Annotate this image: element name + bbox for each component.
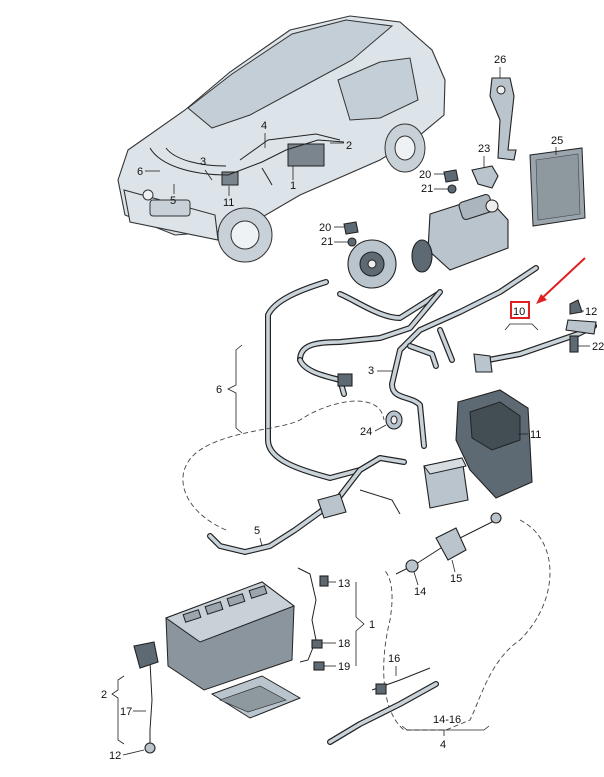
- strap-10: [473, 319, 597, 373]
- callout-4: 4: [440, 739, 446, 751]
- clip-23: 23: [471, 143, 499, 189]
- cable-2-left: 2 17 12: [101, 641, 159, 762]
- callout-19: 19: [338, 661, 350, 673]
- cable-5: [207, 455, 407, 555]
- callout-6: 6: [216, 384, 222, 396]
- cable-alternator: [297, 289, 443, 397]
- callout-2: 2: [101, 689, 107, 701]
- callout-12-right: 12: [585, 306, 597, 318]
- callout-2-car: 2: [346, 140, 352, 152]
- callout-3-group: 3: [368, 365, 392, 377]
- starter-motor: [411, 194, 509, 273]
- callout-5-group: 5: [254, 525, 263, 547]
- cable-6: [265, 279, 363, 481]
- callout-22: 22: [592, 341, 604, 353]
- callout-6-car: 6: [137, 166, 143, 178]
- callout-16: 16: [388, 653, 400, 665]
- callout-6-group: 6: [216, 344, 243, 434]
- bracket-26: 26: [489, 54, 517, 161]
- battery-tray: [210, 675, 302, 719]
- dashed-outline-right: [383, 519, 551, 731]
- callout-11-car: 11: [223, 197, 234, 209]
- callout-20-mid: 20: [319, 222, 331, 234]
- callout-18: 18: [338, 638, 350, 650]
- grommet-24: 24: [360, 410, 403, 438]
- callout-5: 5: [254, 525, 260, 537]
- highlight-box: [510, 301, 530, 319]
- panel-25: 25: [529, 135, 586, 227]
- dashed-outline-left: [182, 400, 385, 531]
- callout-25: 25: [551, 135, 563, 147]
- alternator: [347, 239, 397, 289]
- cable-3: [389, 265, 539, 449]
- callout-1: 1: [369, 619, 375, 631]
- callout-1-car: 1: [290, 180, 296, 192]
- fasteners-20-21-mid: 20 21: [319, 221, 359, 248]
- callout-24: 24: [360, 426, 372, 438]
- callout-20-top: 20: [419, 169, 431, 181]
- callout-15: 15: [450, 573, 462, 585]
- fuse-box-11: 11: [423, 389, 541, 509]
- callout-13: 13: [338, 578, 350, 590]
- callout-14: 14: [414, 586, 426, 598]
- car-callouts: 4 2 3 6 1 5 11: [137, 120, 352, 209]
- cable-assembly-1: 13 18 19 1: [297, 567, 375, 673]
- callout-14-16: 14-16: [433, 714, 461, 726]
- callout-23: 23: [478, 143, 490, 155]
- highlight-arrowhead: [536, 294, 547, 304]
- callout-21-top: 21: [421, 183, 433, 195]
- callout-10-group: 10: [504, 257, 586, 331]
- battery: [164, 581, 296, 691]
- callout-17: 17: [120, 706, 132, 718]
- callout-10: 10: [513, 306, 525, 318]
- callout-5-car: 5: [170, 195, 176, 207]
- callout-11: 11: [530, 429, 541, 441]
- fasteners-20-21-top: 20 21: [419, 169, 459, 195]
- callout-3: 3: [368, 365, 374, 377]
- callout-12-left: 12: [109, 750, 121, 762]
- callout-26: 26: [494, 54, 506, 66]
- vehicle-illustration: [117, 15, 446, 263]
- highlight-arrow: [539, 257, 586, 301]
- parts-12-22-right: 12 22: [569, 299, 604, 353]
- cable-4: 16 14-16 4: [327, 653, 490, 751]
- callout-4-car: 4: [261, 120, 267, 132]
- callout-21-mid: 21: [321, 236, 333, 248]
- callout-3-car: 3: [200, 156, 206, 168]
- fuse-holder-14-15: 14 15: [395, 512, 502, 598]
